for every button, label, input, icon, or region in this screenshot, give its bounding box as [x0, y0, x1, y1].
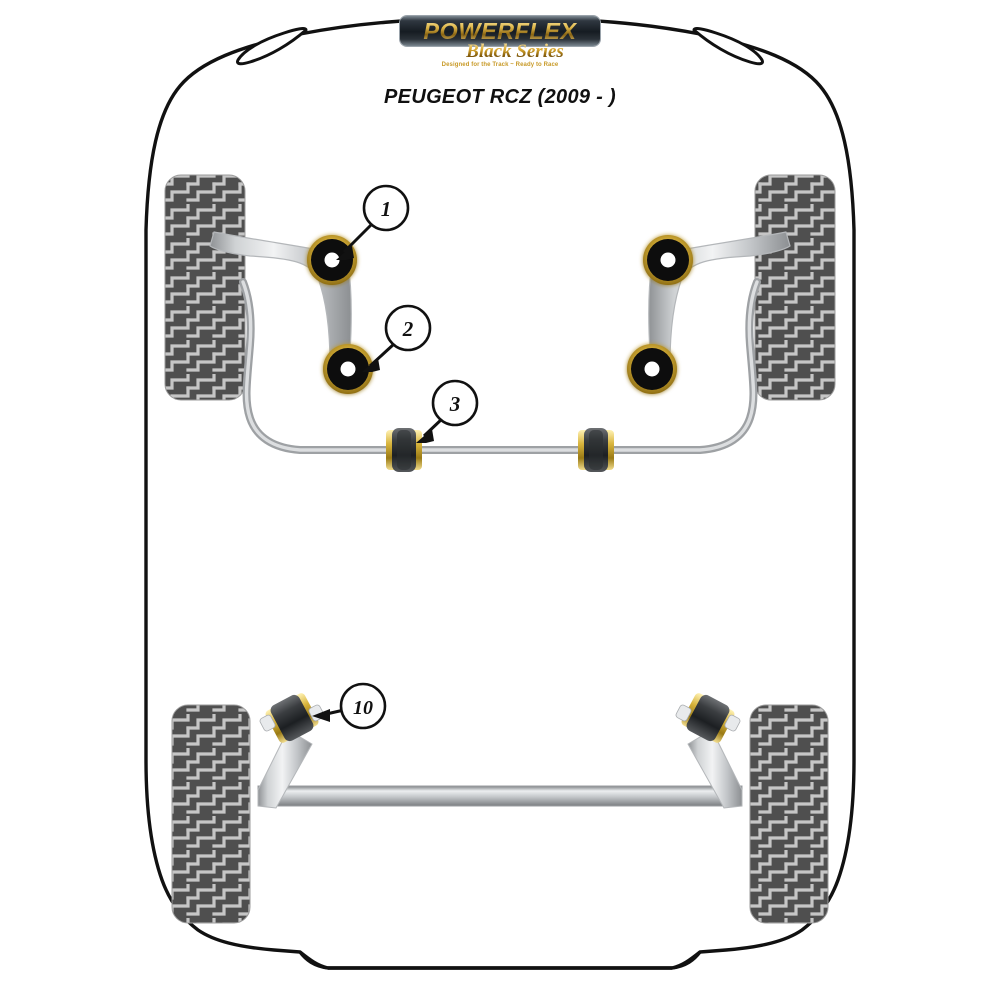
rear-right-trailing-arm [687, 729, 743, 809]
front-left-arb-bush [386, 428, 422, 472]
rear-right-wheel [749, 704, 829, 924]
callout-10-label: 10 [353, 697, 373, 719]
front-left-wheel [164, 174, 246, 401]
rear-torsion-beam [257, 785, 743, 807]
callout-2-label: 2 [402, 317, 414, 341]
rear-bumper-line [298, 950, 702, 970]
car-body-outline [144, 16, 856, 970]
front-left-wishbone-front-bush [307, 235, 357, 285]
callout-10[interactable]: 10 [312, 682, 387, 730]
callout-1[interactable]: 1 [336, 184, 410, 260]
rear-left-wheel [171, 704, 251, 924]
wing-mirror-left [236, 27, 308, 66]
callout-3-label: 3 [449, 392, 461, 416]
callout-1-label: 1 [381, 197, 392, 221]
wing-mirror-right [692, 27, 764, 66]
front-right-arb-bush [578, 428, 614, 472]
front-right-wishbone-front-bush [643, 235, 693, 285]
front-left-wishbone-rear-bush [323, 344, 373, 394]
rear-right-beam-bush [675, 693, 741, 743]
callout-3[interactable]: 3 [416, 379, 479, 443]
front-right-wishbone-rear-bush [627, 344, 677, 394]
front-anti-roll-bar [239, 278, 761, 454]
front-right-wheel [754, 174, 836, 401]
callout-2[interactable]: 2 [362, 304, 432, 372]
rear-left-trailing-arm [257, 729, 313, 809]
